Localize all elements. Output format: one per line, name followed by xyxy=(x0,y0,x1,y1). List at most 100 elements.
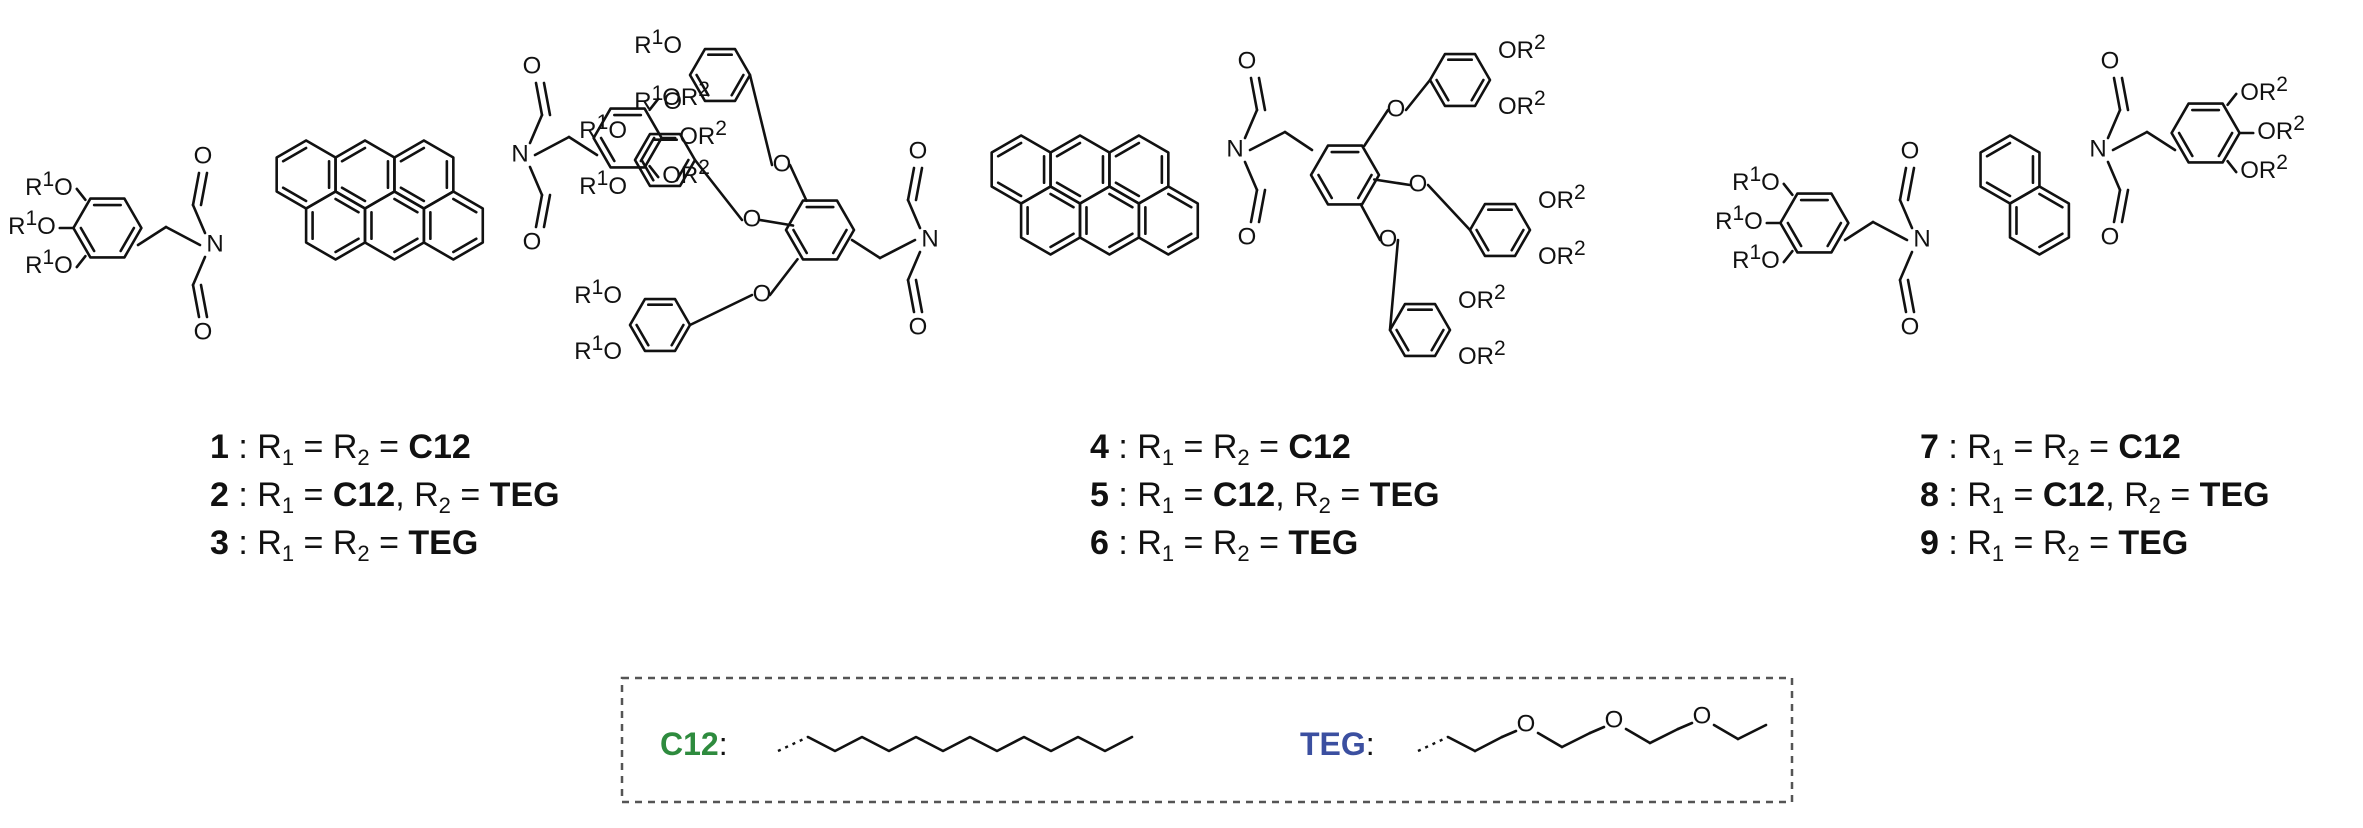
compound-caption-9: 9 : R1 = R2 = TEG xyxy=(1920,524,2188,566)
core-ring-bottom xyxy=(363,190,426,261)
core-ring-top xyxy=(1108,134,1170,205)
core-ring-bottom xyxy=(2008,185,2071,256)
alkoxy-label: OR2 xyxy=(679,117,727,151)
core-ring-top xyxy=(990,134,1052,205)
alkoxy-label: OR2 xyxy=(2257,112,2305,146)
molecular-structures: NOONOOOR2OR2OR2R1OR1OR1ONOONOOOOR2OR2OOR… xyxy=(8,26,2305,371)
imide-group: N O O xyxy=(1226,47,1267,250)
alkoxy-label: R1O xyxy=(1732,162,1780,196)
atom-label: O xyxy=(1901,313,1920,340)
dendron-core-ring xyxy=(784,199,856,261)
dendron-benzyl-ring xyxy=(1468,202,1532,258)
alkoxy-label: R1O xyxy=(579,167,627,201)
atom-label: O xyxy=(773,150,792,177)
alkoxy-label: OR2 xyxy=(1538,237,1586,271)
compound-caption-2: 2 : R1 = C12, R2 = TEG xyxy=(210,476,560,518)
atom-label: O xyxy=(1517,710,1536,737)
structure-perylene-bisimide-dendron: NOONOOOOR2OR2OOR2OR2OOR2OR2OR1OR1OOR1OR1… xyxy=(574,26,1585,371)
core-ring-bottom xyxy=(1078,185,1141,256)
alkoxy-label: R1O xyxy=(25,246,73,280)
core-ring-top xyxy=(393,139,455,210)
compound-captions: 1 : R1 = R2 = C12 2 : R1 = C12, R2 = TEG 3… xyxy=(210,428,2270,566)
dendron-benzyl-ring xyxy=(628,297,692,353)
alkoxy-label: R1O xyxy=(574,332,622,366)
atom-label: O xyxy=(523,52,542,79)
atom-label: O xyxy=(1387,95,1406,122)
gallyl-group-left: R1O R1O R1O xyxy=(8,167,202,280)
alkoxy-label: R1O xyxy=(8,207,56,241)
substituent-legend: C12: TEG: O O O xyxy=(620,676,1794,804)
benzyl-ring xyxy=(1779,192,1850,254)
core-ring-top xyxy=(334,139,396,210)
dendron-core-ring xyxy=(1309,144,1381,206)
imide-group: N O O xyxy=(906,137,939,340)
alkoxy-label: R1O xyxy=(634,26,682,60)
core-ring-top xyxy=(275,139,337,210)
core-ring-top xyxy=(1979,134,2041,205)
core-ring-bottom xyxy=(304,190,367,261)
imide-group: NOO xyxy=(2089,47,2130,250)
atom-label: O xyxy=(194,142,213,169)
dendron-benzyl-ring xyxy=(1428,52,1492,108)
legend-teg-label: TEG: xyxy=(1300,726,1375,762)
alkoxy-label: OR2 xyxy=(662,156,710,190)
compound-caption-5: 5 : R1 = C12, R2 = TEG xyxy=(1090,476,1440,518)
alkoxy-label: R1O xyxy=(1715,202,1763,236)
dendron-benzyl-ring xyxy=(688,47,752,103)
core-ring-top xyxy=(1049,134,1111,205)
alkoxy-label: OR2 xyxy=(1458,281,1506,315)
atom-label: O xyxy=(1693,702,1712,729)
atom-label: O xyxy=(1238,47,1257,74)
atom-label: N xyxy=(206,230,223,257)
dendron-benzyl-ring xyxy=(633,132,697,188)
benzyl-ring xyxy=(2170,102,2241,164)
atom-label: O xyxy=(1409,170,1428,197)
atom-label: O xyxy=(909,313,928,340)
compound-caption-7: 7 : R1 = R2 = C12 xyxy=(1920,428,2181,470)
alkoxy-label: R1O xyxy=(25,167,73,201)
compound-caption-4: 4 : R1 = R2 = C12 xyxy=(1090,428,1351,470)
compound-caption-1: 1 : R1 = R2 = C12 xyxy=(210,428,471,470)
alkoxy-label: OR2 xyxy=(2240,72,2288,106)
atom-label: O xyxy=(1605,706,1624,733)
atom-label: N xyxy=(2089,135,2106,162)
atom-label: O xyxy=(523,228,542,255)
atom-label: O xyxy=(1238,223,1257,250)
alkoxy-label: R1O xyxy=(634,82,682,116)
legend-dashed-border xyxy=(620,676,1794,804)
atom-label: N xyxy=(1226,135,1243,162)
benzyl-ring xyxy=(72,197,143,259)
compound-caption-3: 3 : R1 = R2 = TEG xyxy=(210,524,478,566)
naphthalene-core xyxy=(1979,134,2071,256)
imide-group: N O O xyxy=(191,142,224,345)
core-ring-bottom xyxy=(1137,185,1200,256)
atom-label: O xyxy=(1379,225,1398,252)
compound-caption-8: 8 : R1 = C12, R2 = TEG xyxy=(1920,476,2270,518)
legend-c12-label: C12: xyxy=(660,726,728,762)
alkoxy-label: R1O xyxy=(579,111,627,145)
atom-label: O xyxy=(194,318,213,345)
atom-label: O xyxy=(2101,47,2120,74)
alkoxy-label: OR2 xyxy=(1498,31,1546,65)
atom-label: N xyxy=(511,140,528,167)
atom-label: O xyxy=(909,137,928,164)
atom-label: O xyxy=(1901,137,1920,164)
atom-label: N xyxy=(1913,225,1930,252)
c12-alkyl-chain-structure xyxy=(777,735,1134,753)
atom-label: N xyxy=(921,225,938,252)
alkoxy-label: R1O xyxy=(574,276,622,310)
core-ring-bottom xyxy=(422,190,485,261)
dendron-benzyl-ring xyxy=(1388,302,1452,358)
core-ring-bottom xyxy=(1019,185,1082,256)
alkoxy-label: OR2 xyxy=(1458,337,1506,371)
compound-caption-6: 6 : R1 = R2 = TEG xyxy=(1090,524,1358,566)
perylene-core xyxy=(275,139,485,261)
alkoxy-label: OR2 xyxy=(2240,151,2288,185)
